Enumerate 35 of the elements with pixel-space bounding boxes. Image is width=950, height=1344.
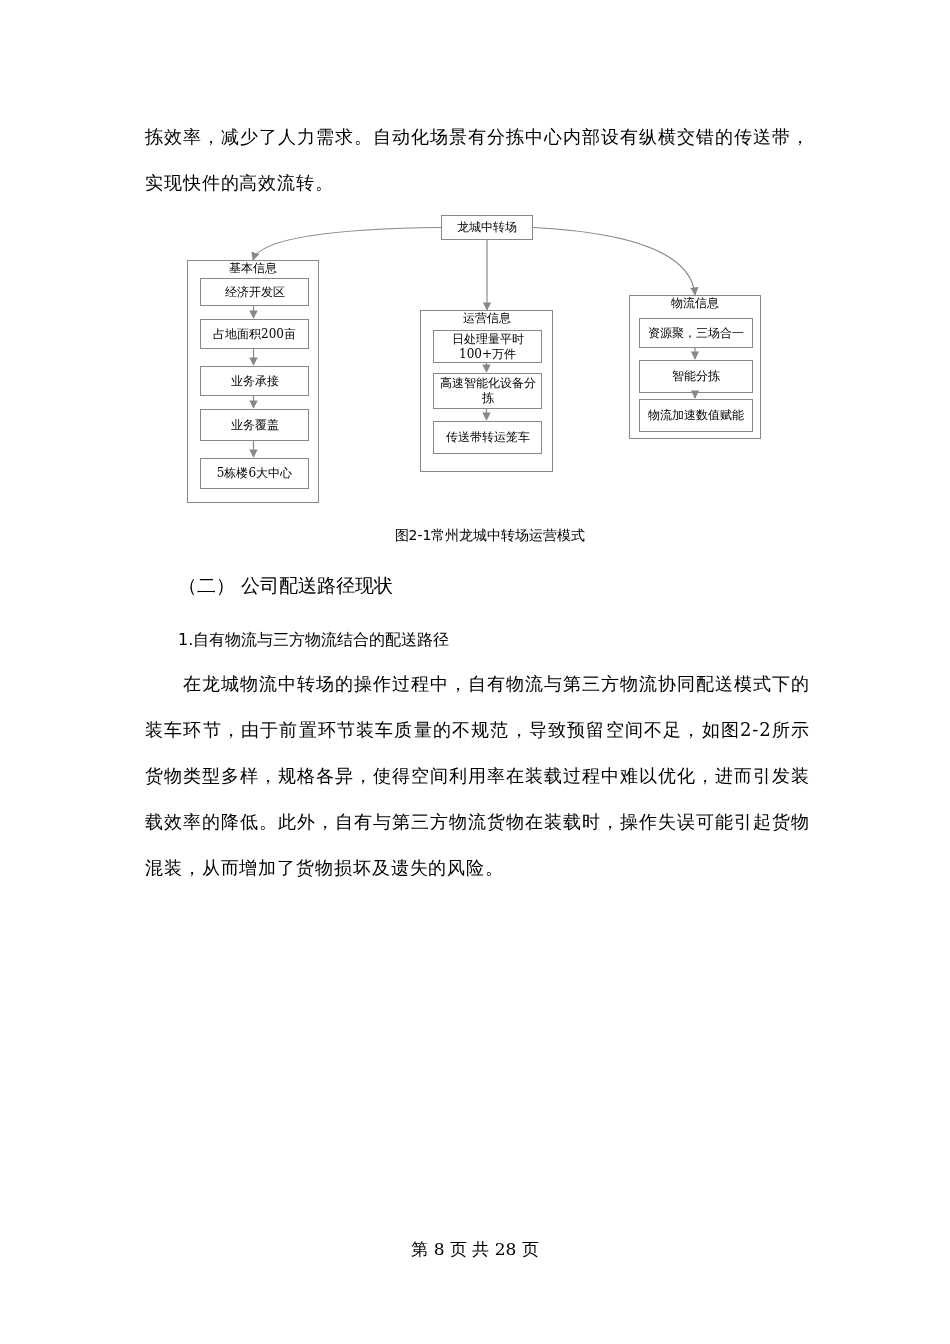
arrow — [249, 394, 258, 409]
arrow — [690, 346, 700, 360]
group-box — [420, 310, 553, 472]
group-title: 基本信息 — [228, 261, 278, 275]
process-box: 龙城中转场 — [441, 215, 533, 240]
process-box: 高速智能化设备分拣 — [433, 373, 542, 409]
arrow — [249, 304, 258, 319]
process-box: 传送带转运笼车 — [433, 421, 542, 454]
process-box: 智能分拣 — [639, 360, 753, 393]
paragraph: 在龙城物流中转场的操作过程中，自有物流与第三方物流协同配送模式下的装车环节，由于前置环节装车质量的不规范，导致预留空间不足，如图2-2所示货物类型多样，规格各异，使得空间利用率在装载过程中难以优化，进而引发装载效率的降低。此外，自有与第三方物流货物在装载时，操作失误可能引起货物混装，从而增加了货物损坏及遗失的风险。 — [145, 672, 810, 880]
process-box: 物流加速数值赋能 — [639, 399, 753, 432]
paragraph: 拣效率，减少了人力需求。自动化场景有分拣中心内部设有纵横交错的传送带，实现快件的高效流转。 — [145, 125, 810, 195]
process-box: 业务承接 — [200, 366, 309, 396]
process-box: 经济开发区 — [200, 278, 309, 306]
group-title: 运营信息 — [461, 311, 512, 325]
arrow — [249, 347, 258, 366]
process-box: 占地面积200亩 — [200, 319, 309, 349]
arrow — [252, 226, 442, 261]
arrow — [482, 361, 491, 373]
figure-caption: 图2-1常州龙城中转场运营模式 — [393, 526, 587, 545]
arrow — [249, 439, 258, 458]
process-box: 资源聚，三场合一 — [639, 318, 753, 348]
section-heading: （二） 公司配送路径现状 — [178, 573, 394, 598]
arrow — [532, 226, 698, 296]
arrow — [482, 407, 491, 421]
process-box: 日处理量平时100+万件 — [433, 330, 542, 363]
arrow — [690, 390, 700, 399]
process-box: 业务覆盖 — [200, 409, 309, 441]
process-box: 5栋楼6大中心 — [200, 458, 309, 489]
subsection-heading: 1.自有物流与三方物流结合的配送路径 — [178, 629, 450, 651]
group-title: 物流信息 — [670, 296, 720, 310]
page-number: 第 8 页 共 28 页 — [410, 1238, 540, 1261]
group-box — [629, 295, 761, 439]
arrow — [482, 239, 492, 311]
group-box — [187, 260, 319, 503]
